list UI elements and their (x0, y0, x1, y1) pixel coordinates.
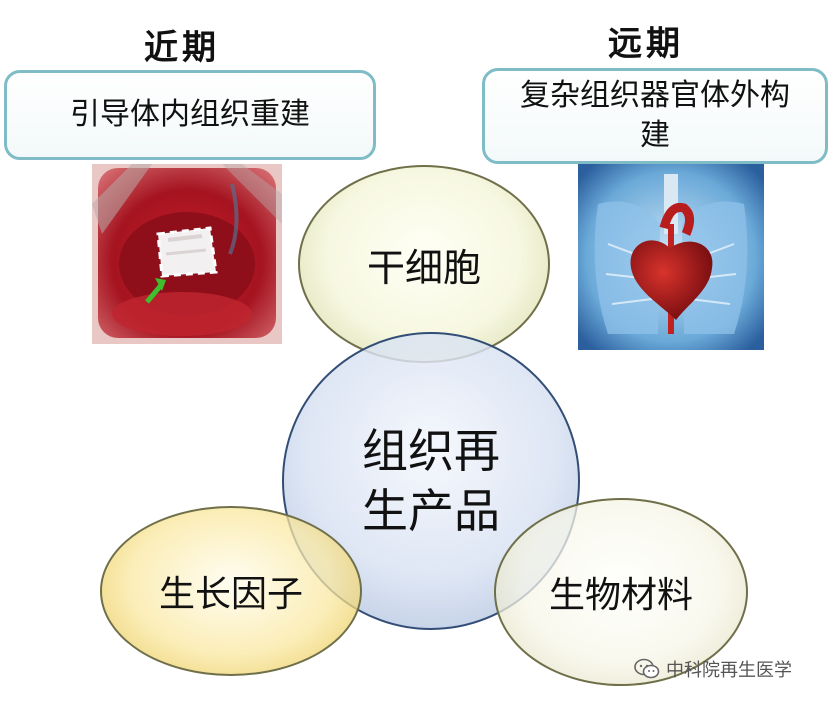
watermark: 中科院再生医学 (634, 656, 792, 682)
biomaterial-circle: 生物材料 (494, 498, 748, 686)
growth-factor-label: 生长因子 (158, 574, 303, 615)
biomaterial-label: 生物材料 (548, 575, 693, 616)
surgical-site-photo (92, 164, 282, 344)
long-term-description-line2: 建 (640, 118, 670, 153)
long-term-box: 复杂组织器官体外构 建 (482, 68, 828, 164)
center-label-line1: 组织再 (362, 424, 500, 478)
center-label-line2: 生产品 (362, 484, 500, 538)
near-term-heading: 近期 (132, 28, 232, 68)
heart-lungs-photo (578, 164, 764, 350)
watermark-text: 中科院再生医学 (666, 660, 792, 681)
wechat-icon (634, 658, 660, 679)
surgical-site-illustration (92, 164, 282, 344)
growth-factor-circle: 生长因子 (100, 506, 362, 676)
stem-cell-circle: 干细胞 (298, 165, 550, 363)
long-term-description-line1: 复杂组织器官体外构 (520, 78, 790, 113)
near-term-box: 引导体内组织重建 (4, 70, 376, 160)
stem-cell-label: 干细胞 (366, 245, 481, 290)
near-term-description: 引导体内组织重建 (70, 97, 310, 132)
heart-lungs-illustration (578, 164, 764, 350)
long-term-heading: 远期 (596, 24, 696, 64)
